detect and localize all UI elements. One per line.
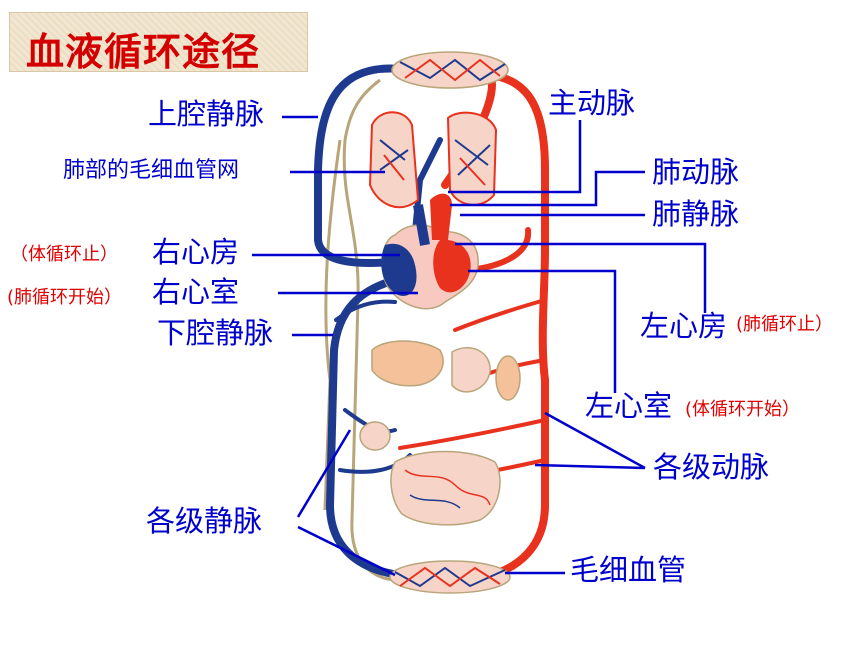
- label-arteries: 各级动脉: [653, 450, 770, 484]
- label-left-ventricle: 左心室: [585, 389, 673, 423]
- label-inferior-vena-cava: 下腔静脉: [157, 316, 274, 350]
- label-pulmonary-artery: 肺动脉: [652, 155, 740, 189]
- lung-capillary-net: [368, 111, 498, 209]
- label-superior-vena-cava: 上腔静脉: [148, 97, 265, 131]
- heart: [381, 193, 479, 310]
- leader-left-atrium: [455, 242, 707, 313]
- page-title: 血液循环途径: [26, 30, 261, 74]
- label-aorta: 主动脉: [548, 86, 636, 120]
- leader-left-ventricle: [468, 269, 617, 393]
- label-right-ventricle: 右心室: [152, 275, 240, 309]
- note-pulmonary-end: (肺循环止）: [736, 314, 834, 335]
- lower-capillary-bed: [389, 560, 511, 594]
- upper-capillary-bed: [391, 51, 509, 89]
- label-right-atrium: 右心房: [152, 235, 240, 269]
- leader-veins-lower: [297, 525, 396, 577]
- label-veins: 各级静脉: [146, 504, 263, 538]
- leader-arteries-lower: [534, 463, 646, 470]
- leader-aorta: [448, 120, 582, 194]
- leader-arteries-upper: [544, 411, 646, 470]
- leader-lines: [252, 115, 707, 577]
- label-left-atrium: 左心房: [640, 309, 728, 343]
- leader-pulmonary-artery: [450, 170, 645, 207]
- leader-veins-upper: [296, 429, 352, 518]
- note-pulmonary-start: (肺循环开始）: [7, 287, 123, 308]
- note-systemic-end: （体循环止）: [10, 244, 118, 265]
- note-systemic-start: (体循环开始）: [685, 399, 801, 420]
- title-banner: 血液循环途径: [9, 12, 308, 74]
- label-capillaries: 毛细血管: [570, 553, 687, 587]
- label-lung-capillary-net: 肺部的毛细血管网: [63, 158, 240, 183]
- abdominal-organs: [359, 340, 521, 526]
- label-pulmonary-vein: 肺静脉: [652, 197, 740, 231]
